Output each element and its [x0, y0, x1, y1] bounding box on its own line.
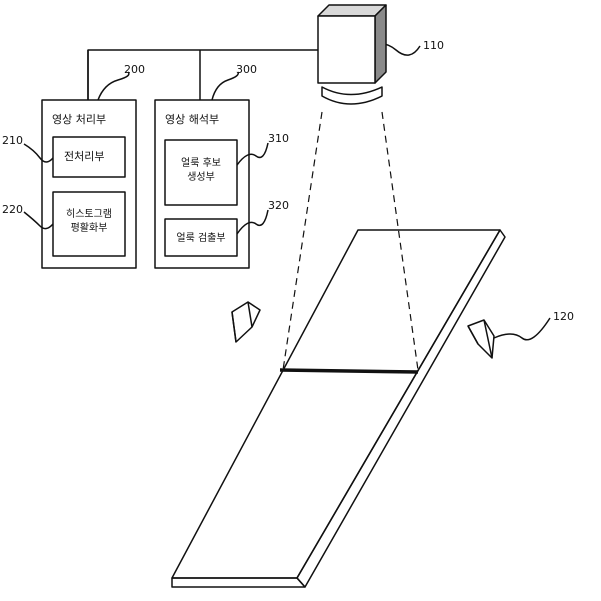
preprocessing-unit-label: 전처리부 — [64, 150, 105, 163]
panel-top-surface — [171, 229, 501, 579]
ref-200: 200 — [124, 63, 145, 76]
defect-detection-unit-box — [164, 218, 238, 257]
defect-detection-unit-label: 얼룩 검출부 — [176, 233, 226, 244]
camera-view-line-right — [381, 111, 419, 371]
ref-120: 120 — [553, 310, 574, 323]
camera-side-face — [374, 4, 387, 84]
scan-line — [279, 368, 419, 374]
ref-110: 110 — [423, 39, 444, 52]
camera-view-line-left — [282, 111, 323, 371]
ref-300: 300 — [236, 63, 257, 76]
camera-front-face — [317, 15, 376, 84]
leader-120 — [493, 317, 551, 341]
bus-line — [87, 49, 318, 100]
left-light — [231, 301, 261, 343]
leader-320 — [236, 209, 269, 235]
leader-310 — [236, 142, 269, 166]
image-analysis-unit-label: 영상 해석부 — [165, 113, 220, 126]
ref-320: 320 — [268, 199, 289, 212]
histogram-equalization-unit-label: 히스토그램 평활화부 — [66, 209, 112, 234]
ref-220: 220 — [2, 203, 23, 216]
defect-candidate-generation-unit-box — [164, 139, 238, 206]
right-light — [467, 319, 495, 359]
image-processing-unit-box — [41, 99, 137, 269]
camera-lens — [321, 86, 383, 105]
ref-310: 310 — [268, 132, 289, 145]
leader-220 — [23, 211, 54, 230]
leader-200 — [97, 71, 130, 101]
leader-210 — [23, 143, 54, 163]
preprocessing-unit-box — [52, 136, 126, 178]
image-analysis-unit-box — [154, 99, 250, 269]
defect-candidate-generation-unit-label: 얼룩 후보 생성부 — [181, 158, 221, 183]
image-processing-unit-label: 영상 처리부 — [52, 113, 107, 126]
panel-right-edge — [296, 229, 506, 588]
panel-front-edge — [171, 577, 306, 588]
ref-210: 210 — [2, 134, 23, 147]
leader-300 — [211, 71, 240, 101]
